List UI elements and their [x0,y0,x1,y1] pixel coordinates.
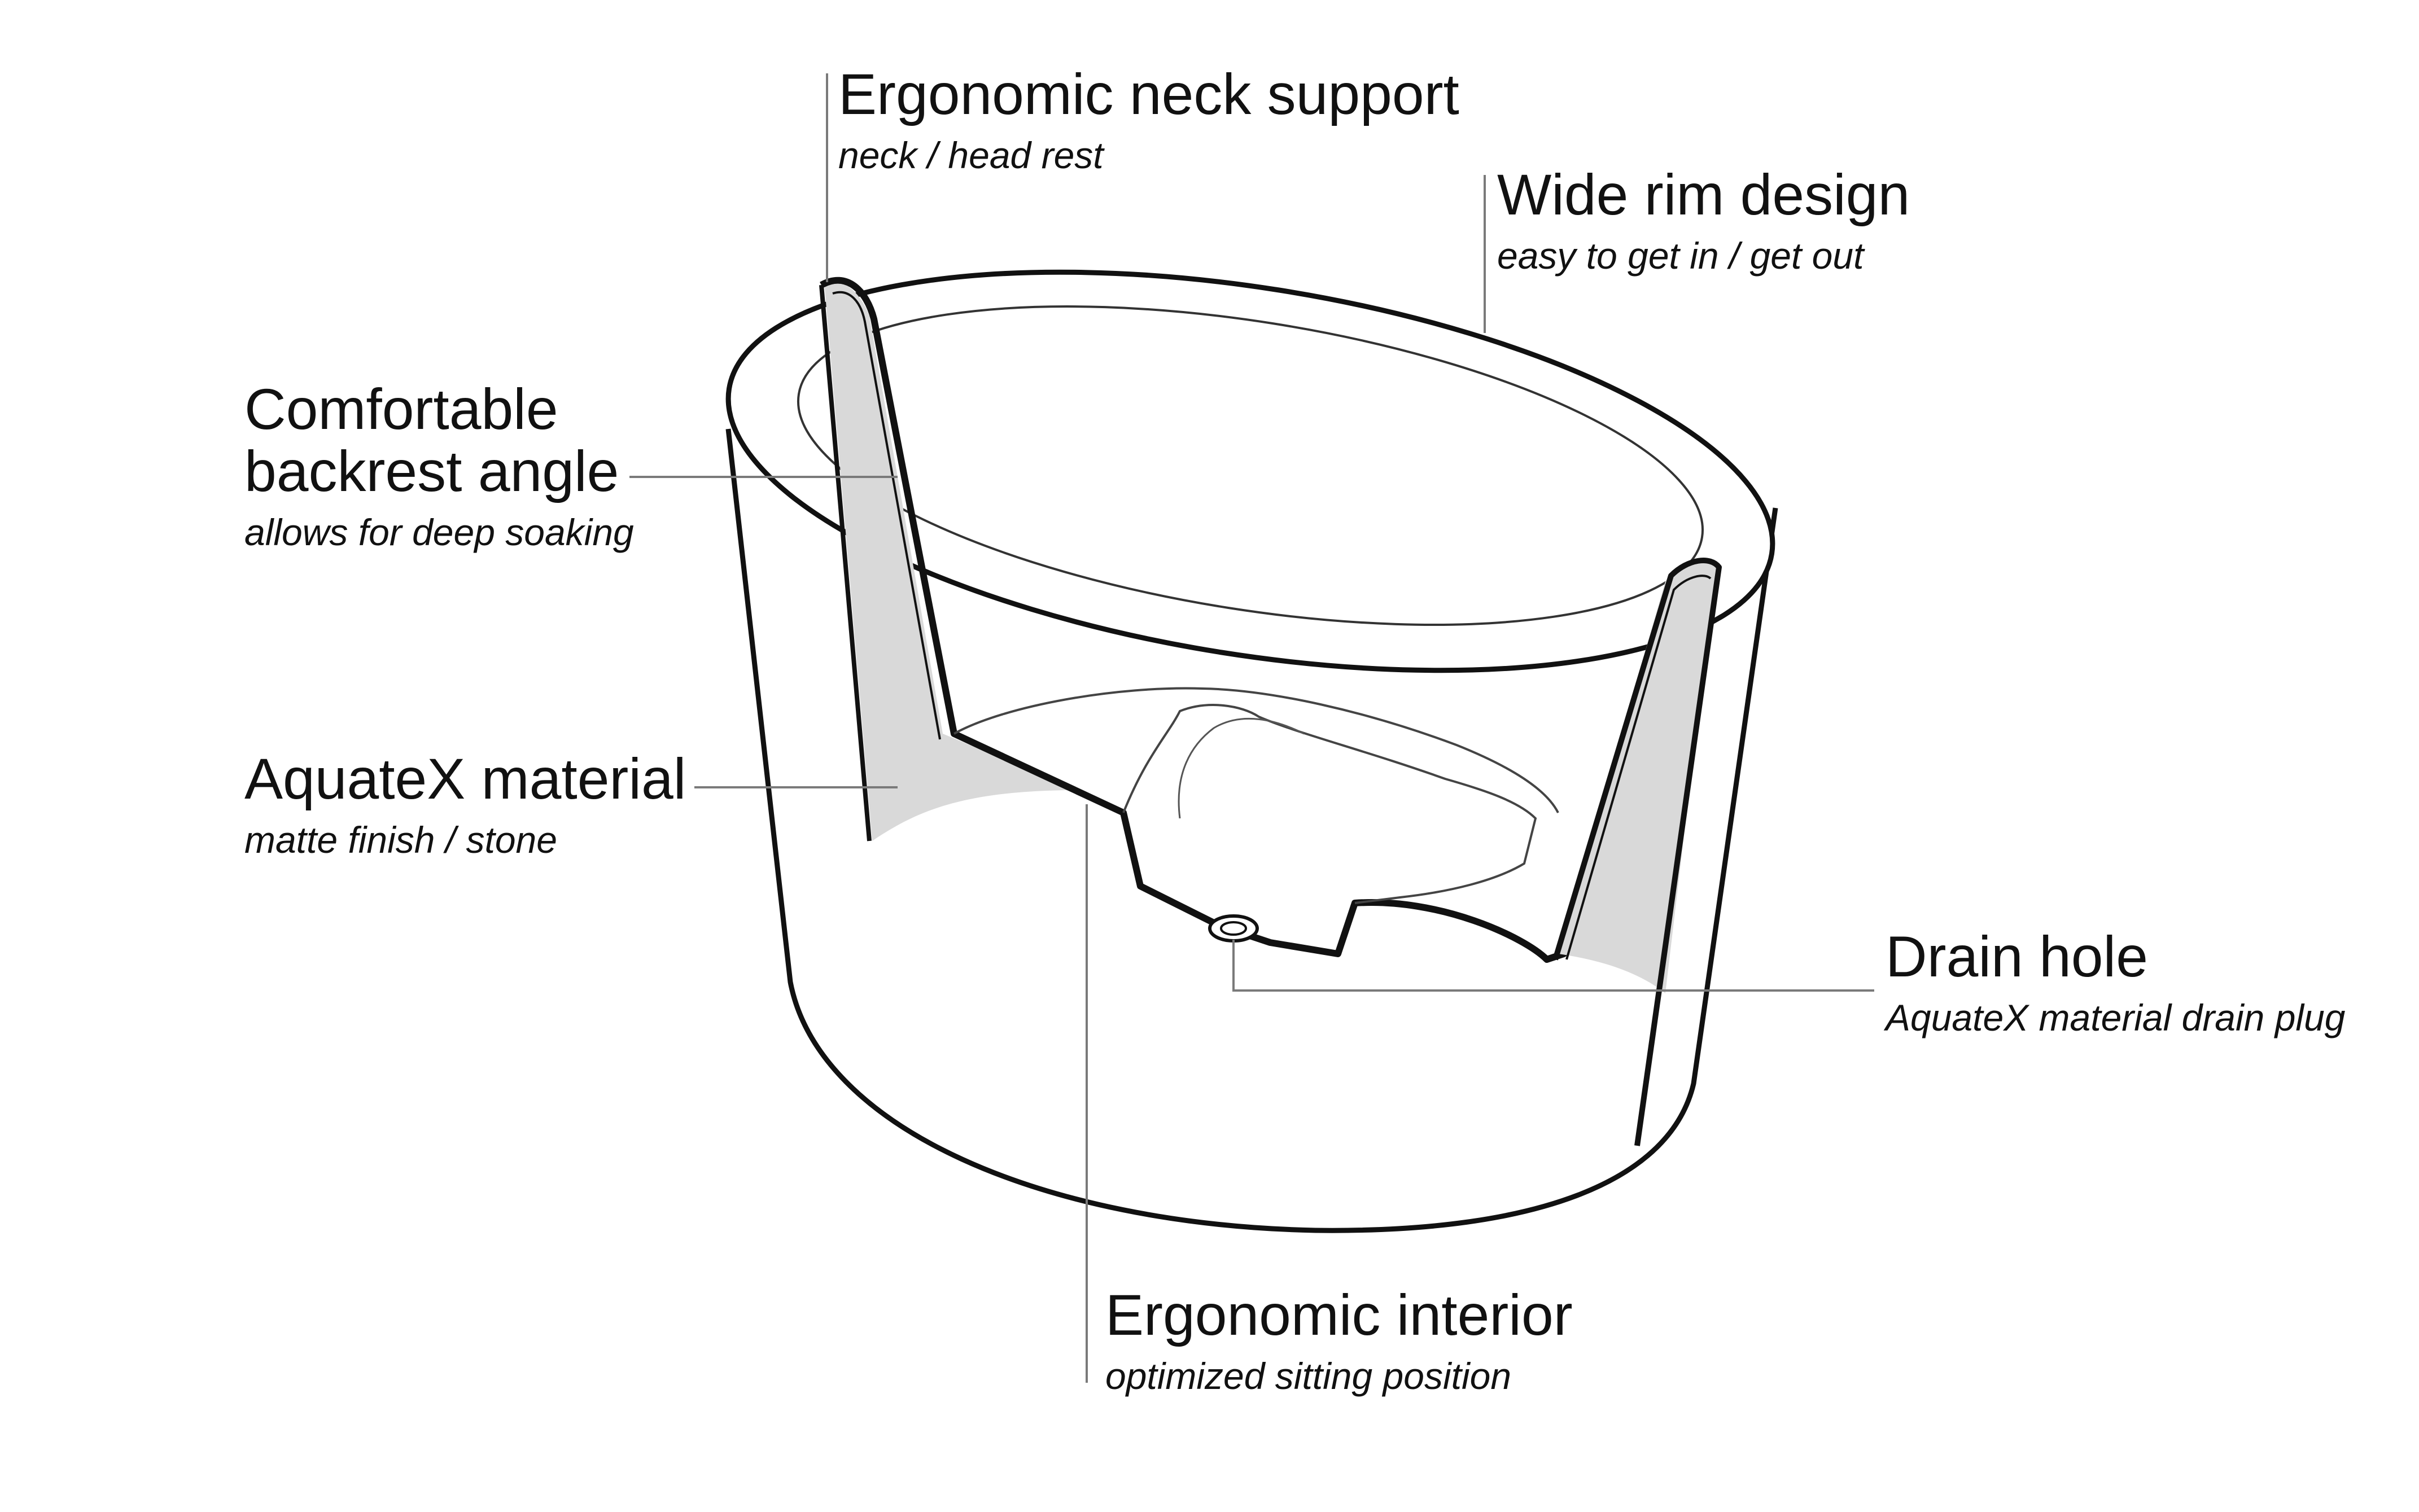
callout-material-subtitle: matte finish / stone [244,820,686,860]
callout-interior-title: Ergonomic interior [1105,1284,1573,1346]
callout-wide-rim-subtitle: easy to get in / get out [1497,236,1910,276]
drain-hole-outer [1210,916,1257,941]
callout-neck-support-title: Ergonomic neck support [838,63,1459,125]
callout-neck-support-subtitle: neck / head rest [838,135,1459,176]
callout-drain-hole-title: Drain hole [1886,926,2346,988]
callout-wide-rim-title: Wide rim design [1497,164,1910,226]
interior-contour-outer [954,689,1558,813]
leader-drain [1233,940,1874,991]
callout-material-title: AquateX material [244,748,686,810]
interior-contour-seat [1123,705,1536,903]
callout-interior: Ergonomic interior optimized sitting pos… [1105,1284,1573,1396]
callout-backrest-title: Comfortable backrest angle [244,378,634,502]
callout-material: AquateX material matte finish / stone [244,748,686,860]
callout-wide-rim: Wide rim design easy to get in / get out [1497,164,1910,276]
callout-drain-hole: Drain hole AquateX material drain plug [1886,926,2346,1038]
callout-backrest: Comfortable backrest angle allows for de… [244,378,634,553]
callout-neck-support: Ergonomic neck support neck / head rest [838,63,1459,176]
interior-contour-footwell [1179,718,1304,818]
callout-interior-subtitle: optimized sitting position [1105,1356,1573,1396]
callout-drain-hole-subtitle: AquateX material drain plug [1886,998,2346,1038]
callout-backrest-subtitle: allows for deep soaking [244,512,634,553]
